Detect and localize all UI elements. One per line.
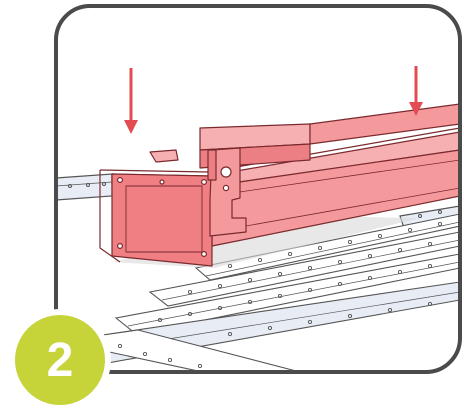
down-arrow-icon: [124, 68, 138, 134]
back-strut-channel: [56, 173, 460, 229]
light-fixture: [99, 103, 460, 268]
frame-border: [54, 4, 462, 374]
down-arrow-icon: [409, 66, 423, 116]
step-badge: [9, 309, 111, 410]
